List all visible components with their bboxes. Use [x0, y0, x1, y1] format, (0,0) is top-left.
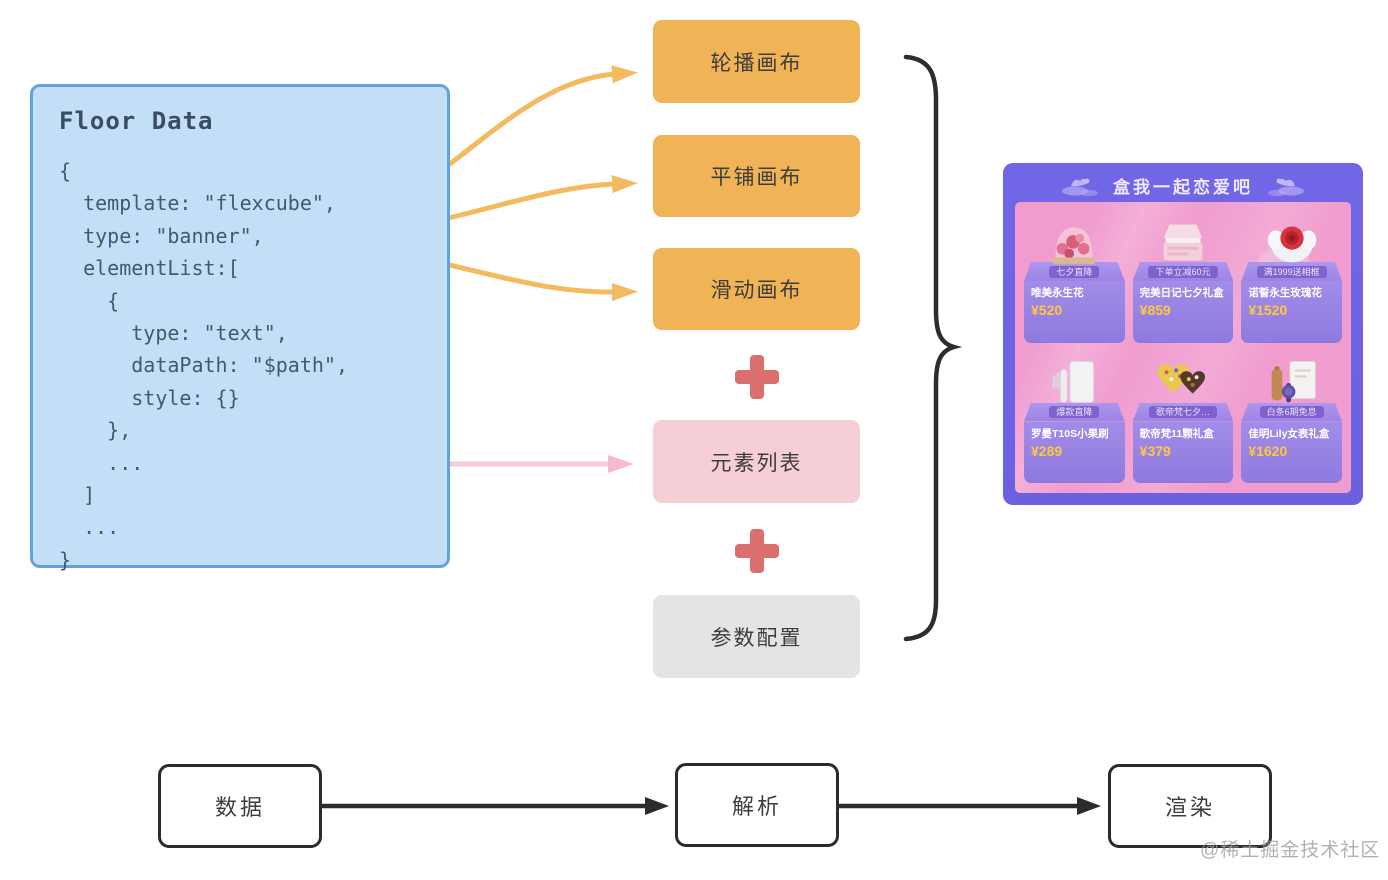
product-pedestal: 爆款直降: [1024, 402, 1125, 422]
product-photo-jewelry-box: [1133, 212, 1234, 266]
carousel-canvas-label: 轮播画布: [710, 51, 803, 75]
product-tag: 满1999送相框: [1256, 265, 1327, 278]
tiled-canvas-label: 平铺画布: [710, 166, 803, 189]
watermark: @稀土掘金技术社区: [1200, 840, 1381, 861]
code-line: {: [59, 288, 120, 313]
product-pedestal: 七夕直降: [1024, 262, 1125, 281]
curly-brace: [903, 54, 963, 642]
param-config-box: 参数配置: [653, 595, 860, 678]
code-line: {: [59, 159, 72, 183]
product-tag: 白条6期免息: [1259, 406, 1324, 418]
product-photo-rose: [1241, 212, 1342, 266]
product-card: 下单立减60元 完美日记七夕礼盒 ¥859: [1132, 212, 1234, 343]
code-line: type: "text",: [59, 321, 288, 346]
floor-data-code: { template: "flexcube", type: "banner", …: [59, 155, 427, 576]
product-price: ¥859: [1139, 302, 1171, 318]
flow-node-parse-label: 解析: [731, 794, 782, 819]
product-name: 歌帝梵11颗礼盒: [1139, 427, 1214, 440]
product-pedestal: 下单立减60元: [1132, 262, 1234, 281]
product-photo-toothbrush-set: [1024, 353, 1125, 407]
param-config-label: 参数配置: [710, 626, 803, 650]
plus-icon: [735, 529, 779, 573]
flow-node-render: 渲染: [1108, 764, 1272, 848]
product-price: ¥1520: [1248, 302, 1288, 318]
flow-node-data: 数据: [158, 764, 322, 848]
preview-header: 盒我一起恋爱吧: [1015, 168, 1351, 202]
product-card: 白条6期免息 佳明Lily女表礼盒 ¥1620: [1241, 353, 1342, 483]
product-card: 歌帝梵七夕… 歌帝梵11颗礼盒 ¥379: [1132, 353, 1234, 483]
code-line: ]: [59, 483, 96, 508]
preview-title: 盒我一起恋爱吧: [1113, 177, 1253, 197]
carousel-canvas-box: 轮播画布: [653, 20, 860, 103]
product-tag: 爆款直降: [1049, 406, 1100, 418]
product-name: 完美日记七夕礼盒: [1139, 287, 1224, 299]
product-card: 满1999送相框 诺誓永生玫瑰花 ¥1520: [1241, 212, 1342, 343]
code-line: },: [59, 418, 132, 443]
product-tag: 七夕直降: [1049, 265, 1100, 278]
product-name: 唯美永生花: [1031, 287, 1084, 299]
floor-data-title: Floor Data: [59, 107, 214, 135]
product-grid: 七夕直降 唯美永生花 ¥520 下单立减60元 完美日记: [1015, 202, 1351, 493]
product-pedestal: 歌帝梵七夕…: [1132, 402, 1234, 422]
element-list-label: 元素列表: [710, 451, 803, 475]
code-line: dataPath: "$path",: [59, 353, 348, 378]
floor-data-panel: Floor Data { template: "flexcube", type:…: [30, 84, 450, 572]
product-price: ¥379: [1139, 442, 1171, 459]
product-price: ¥289: [1031, 442, 1063, 459]
code-line: elementList:[: [59, 256, 240, 281]
product-card: 七夕直降 唯美永生花 ¥520: [1024, 212, 1125, 343]
product-info: 佳明Lily女表礼盒 ¥1620: [1241, 421, 1342, 483]
flow-node-data-label: 数据: [214, 795, 265, 820]
plus-icon: [735, 355, 779, 399]
product-photo-flower-dome: [1024, 212, 1125, 266]
product-tag: 歌帝梵七夕…: [1148, 406, 1217, 418]
element-list-box: 元素列表: [653, 420, 860, 503]
product-price: ¥520: [1031, 302, 1063, 318]
render-preview-panel: 盒我一起恋爱吧 七夕直降 唯美永生花: [1003, 163, 1363, 505]
flow-node-parse: 解析: [675, 763, 839, 847]
product-name: 诺誓永生玫瑰花: [1248, 287, 1322, 299]
product-pedestal: 白条6期免息: [1241, 402, 1342, 422]
tiled-canvas-box: 平铺画布: [653, 135, 860, 217]
sliding-canvas-box: 滑动画布: [653, 248, 860, 330]
product-photo-gift-set: [1241, 353, 1342, 407]
product-card: 爆款直降 罗曼T10S小果刷 ¥289: [1024, 353, 1125, 483]
product-info: 诺誓永生玫瑰花 ¥1520: [1241, 281, 1342, 343]
sliding-canvas-label: 滑动画布: [710, 279, 803, 302]
magpie-cloud-icon: [1062, 178, 1098, 196]
product-tag: 下单立减60元: [1148, 265, 1218, 278]
flow-node-render-label: 渲染: [1164, 795, 1215, 820]
product-price: ¥1620: [1248, 442, 1288, 459]
code-line: type: "banner",: [59, 223, 264, 248]
product-pedestal: 满1999送相框: [1241, 262, 1342, 281]
product-name: 佳明Lily女表礼盒: [1248, 427, 1330, 440]
product-info: 完美日记七夕礼盒 ¥859: [1132, 281, 1234, 343]
code-line: ...: [59, 515, 120, 540]
code-line: style: {}: [59, 385, 240, 410]
code-line: ...: [59, 450, 144, 475]
code-line: }: [59, 547, 72, 572]
product-photo-chocolate-hearts: [1133, 353, 1234, 407]
magpie-cloud-icon: [1268, 178, 1304, 196]
product-name: 罗曼T10S小果刷: [1031, 427, 1109, 440]
product-info: 歌帝梵11颗礼盒 ¥379: [1132, 421, 1234, 483]
product-info: 罗曼T10S小果刷 ¥289: [1024, 421, 1125, 483]
code-line: template: "flexcube",: [59, 191, 336, 216]
product-info: 唯美永生花 ¥520: [1024, 281, 1125, 343]
